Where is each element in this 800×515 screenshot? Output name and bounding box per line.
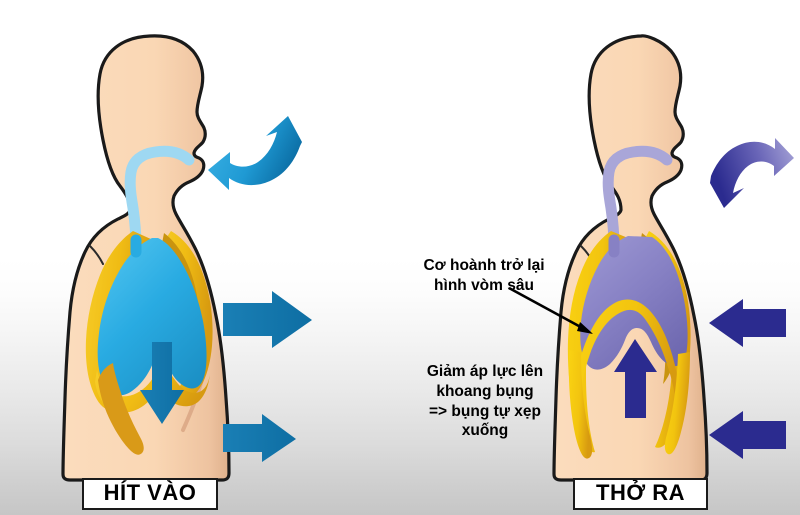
annotation-diaphragm: Cơ hoành trở lại hình vòm sâu — [423, 257, 545, 294]
diaphragm-callout-arrow — [508, 286, 593, 334]
air-out-arrow-exhale[interactable] — [710, 138, 794, 208]
air-in-arrow-inhale[interactable] — [208, 116, 302, 190]
diaphragm-up-arrow-exhale[interactable] — [614, 339, 657, 418]
annotation-abdomen: Giảm áp lực lên khoang bụng => bụng tự x… — [426, 363, 544, 440]
diaphragm-down-arrow-inhale[interactable] — [140, 342, 184, 424]
chest-contract-arrow-exhale[interactable] — [709, 299, 786, 347]
diaphragm-exhale — [573, 299, 681, 430]
abdominal-muscle-inhale — [98, 363, 144, 455]
shoulder-crease-inhale — [89, 245, 104, 265]
lung-inhale — [97, 238, 207, 396]
caption-exhale: THỞ RA — [573, 478, 708, 510]
abdomen-contract-arrow-exhale[interactable] — [709, 411, 786, 459]
caption-inhale: HÍT VÀO — [82, 478, 218, 510]
abdominal-muscle-right-exhale — [664, 352, 690, 455]
figure-inhale — [61, 34, 312, 482]
abdomen-expand-arrow-inhale[interactable] — [223, 414, 296, 462]
abdominal-muscle-left-exhale — [568, 350, 593, 459]
airway-inhale — [124, 145, 195, 252]
chest-expand-arrow-inhale[interactable] — [223, 291, 312, 348]
figure-exhale — [508, 34, 794, 482]
airway-exhale — [602, 145, 673, 252]
